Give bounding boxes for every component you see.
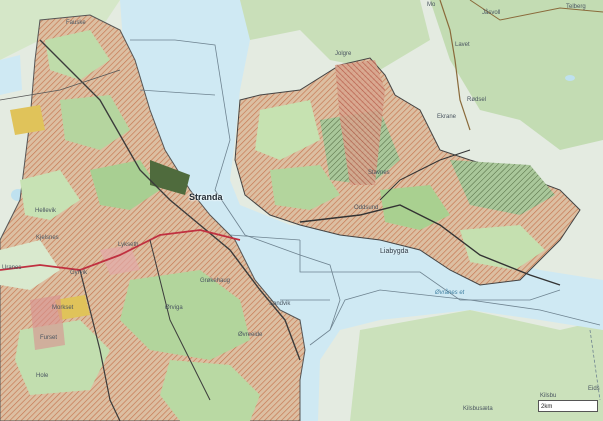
place-label-eids: Eids (588, 386, 600, 392)
sea-zone-boundary (174, 39, 341, 346)
place-label-mo: Mo (427, 2, 436, 8)
place-label-ovreeide: Øvreeide (238, 332, 263, 338)
place-label-jolgre: Jolgre (335, 51, 352, 57)
place-label-sandvik: Sandvik (269, 301, 291, 307)
residential-zone (30, 295, 65, 350)
dark-forest-patch (150, 160, 190, 195)
restricted-zone (335, 60, 385, 185)
terrain-shade (430, 0, 603, 150)
terrain-shade (350, 310, 603, 421)
sea-zone-boundary (130, 39, 330, 301)
place-label-uranes: Uranes (2, 265, 22, 271)
road (0, 69, 121, 101)
forest-patch (20, 170, 80, 220)
place-label-hole: Hole (36, 373, 49, 379)
road (379, 149, 471, 201)
residential-zone (100, 245, 140, 275)
place-label-ovraneset: Øvrånes et (435, 290, 465, 296)
place-label-gyrvik: Gyrvik (70, 270, 87, 276)
place-label-radsel: Rødsel (467, 97, 487, 103)
place-label-morkset: Morkset (52, 305, 74, 311)
protected-zone (450, 160, 555, 215)
forest-patch (270, 165, 340, 210)
place-label-liabygda[interactable]: Liabygda (380, 248, 409, 255)
forest-patch (60, 95, 130, 150)
yellow-zone (55, 295, 90, 320)
place-label-orviga: Ørviga (165, 305, 183, 311)
place-label-ekrane: Ekrane (437, 114, 457, 120)
road (39, 39, 301, 361)
lake (0, 55, 22, 95)
sea-zone-boundary (589, 329, 601, 401)
place-label-jasvoll: Jåsvoll (482, 10, 501, 16)
lake (565, 75, 575, 81)
place-label-stranda[interactable]: Stranda (189, 192, 223, 202)
road (469, 0, 603, 21)
road (149, 239, 211, 401)
terrain-shade (220, 0, 430, 70)
place-label-lykseth: Lykseth (118, 242, 139, 248)
forest-patch (380, 185, 450, 230)
forest-patch (45, 30, 110, 80)
place-label-kilsbu: Kilsbu (540, 393, 557, 399)
forest-patch (160, 360, 260, 421)
place-label-stavnes: Stavnes (368, 170, 390, 176)
road (299, 204, 561, 286)
place-label-furset: Furset (40, 335, 58, 341)
place-label-fauske: Fauske (66, 20, 86, 26)
forest-patch (460, 225, 545, 270)
fjord-water (120, 0, 603, 421)
place-label-telberg: Telberg (566, 4, 586, 10)
place-label-kjelsnes: Kjelsnes (36, 235, 59, 241)
main-road (0, 229, 241, 271)
place-label-lavet: Lavet (455, 42, 470, 48)
place-label-hellevik: Hellevik (35, 208, 57, 214)
place-label-kilsbusaeta: Kilsbusæta (463, 406, 493, 412)
place-label-grokehaug: Grøkehaug (200, 278, 231, 284)
road (79, 269, 121, 421)
yellow-zone (10, 105, 45, 135)
road (439, 0, 471, 131)
forest-patch (0, 240, 60, 290)
scale-bar: 2km (538, 400, 598, 412)
sea-zone-boundary (299, 240, 561, 301)
forest-patch (120, 270, 250, 360)
place-label-oddsund: Oddsund (354, 205, 379, 211)
sea-zone-boundary (329, 289, 601, 331)
forest-patch (255, 100, 320, 160)
